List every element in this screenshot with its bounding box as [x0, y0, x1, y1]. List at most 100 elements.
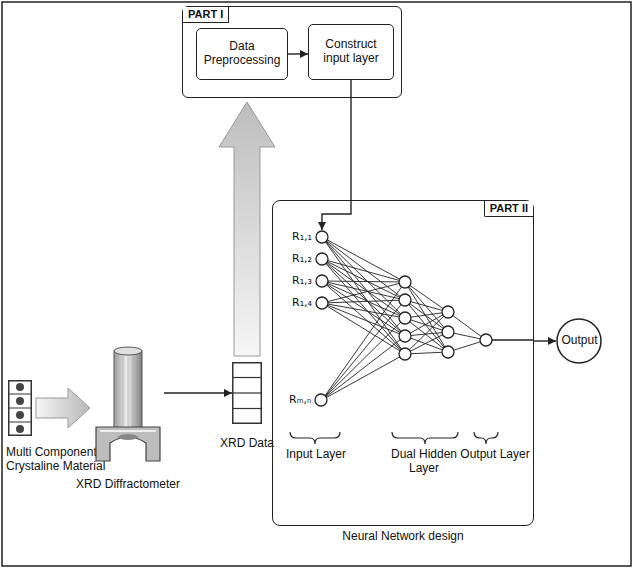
hidden-neuron	[399, 276, 411, 288]
hidden-neuron	[442, 346, 454, 358]
input-neuron: R₁,₃	[292, 274, 329, 288]
sample-column	[9, 381, 32, 436]
synapse-line	[448, 312, 486, 340]
synapse-line	[322, 281, 405, 336]
synapse-line	[405, 300, 448, 352]
diffractometer-figure: XRD Diffractometer	[92, 345, 164, 465]
neuron-circle	[314, 393, 328, 407]
tube-stripe	[128, 355, 129, 431]
synapse-line	[322, 237, 405, 300]
neuron-circle	[316, 253, 328, 265]
synapse-line	[322, 237, 405, 354]
layer-brace	[474, 432, 498, 444]
arrow-head	[300, 50, 308, 58]
synapse-line	[322, 303, 405, 336]
input-neuron: R₁,₄	[292, 296, 329, 310]
cell-divider	[233, 408, 261, 409]
synapse-line	[322, 281, 405, 354]
synapse-line	[322, 259, 405, 318]
tube-stripe	[138, 355, 139, 431]
part-tab: PART I	[183, 7, 229, 23]
synapse-line	[322, 303, 405, 354]
synapse-line	[405, 300, 448, 312]
sample-dot	[16, 383, 24, 391]
shaded-arrow	[219, 102, 275, 356]
shaded-arrow	[36, 388, 90, 428]
tube-top	[114, 347, 142, 355]
neuron-circle	[315, 394, 327, 406]
neuron-circle	[315, 274, 329, 288]
synapse-line	[405, 318, 448, 332]
cell-divider	[233, 392, 261, 393]
hidden-neuron	[399, 312, 411, 324]
arrow-head	[548, 337, 556, 345]
layer-label: Output Layer	[457, 448, 533, 462]
cell-divider	[233, 377, 261, 378]
synapse-line	[322, 281, 405, 282]
synapse-line	[322, 318, 405, 400]
neuron-circle	[316, 297, 328, 309]
data-block: XRD Data	[232, 362, 262, 424]
input-neuron: R₁,₂	[292, 252, 329, 266]
hidden-neuron	[399, 330, 411, 342]
synapse-line	[322, 259, 405, 354]
input-neuron: Rₘ,ₙ	[289, 393, 328, 407]
synapse-line	[322, 354, 405, 400]
tube-stripe	[133, 355, 134, 431]
connector-line	[322, 80, 351, 230]
circle-label: Output	[561, 334, 597, 348]
box-label: Construct input layer	[312, 38, 390, 66]
base-highlight	[100, 430, 156, 432]
part-tab: PART II	[484, 201, 533, 217]
shaded-arrow	[36, 388, 90, 428]
neuron-circle	[316, 231, 328, 243]
connector	[534, 337, 556, 345]
hidden-neuron	[399, 294, 411, 306]
layer-label: Input Layer	[276, 448, 356, 462]
connector	[318, 80, 351, 230]
data-cells	[233, 363, 262, 424]
hidden-neuron	[399, 348, 411, 360]
panel-caption: Neural Network design	[273, 530, 533, 544]
hidden-neuron	[442, 306, 454, 318]
synapse-line	[322, 259, 405, 300]
layer-brace	[392, 432, 458, 444]
sample-holder: Multi Component Crystaline Material	[8, 380, 32, 436]
shaded-arrow	[219, 102, 275, 356]
synapse-line	[322, 282, 405, 400]
tube-stripe	[118, 355, 119, 431]
synapse-line	[322, 237, 405, 282]
neuron-circle	[315, 296, 329, 310]
neuron-circle	[315, 230, 329, 244]
process-box: Construct input layer	[308, 24, 394, 80]
box-label: Data Preprocessing	[200, 40, 284, 68]
neuron-label: R₁,₁	[292, 231, 312, 244]
connector	[288, 50, 308, 58]
output-neuron	[480, 334, 492, 346]
synapse-line	[405, 336, 448, 352]
synapse-line	[322, 336, 405, 400]
synapse-line	[322, 259, 405, 336]
sample-dot	[16, 425, 24, 433]
arrow-head	[318, 222, 326, 230]
hidden-neuron	[442, 326, 454, 338]
sample-holder-art	[8, 380, 32, 436]
data-block-art	[232, 362, 262, 424]
base-holder	[96, 427, 160, 461]
output-circle: Output	[556, 318, 603, 364]
connector	[164, 389, 232, 397]
sample-divider	[9, 408, 31, 409]
output-line	[486, 339, 534, 340]
layer-label: Dual Hidden Layer	[389, 448, 459, 476]
neuron-label: Rₘ,ₙ	[289, 394, 311, 407]
process-box: Data Preprocessing	[196, 28, 288, 80]
synapse-line	[322, 300, 405, 400]
neuron-label: R₁,₃	[292, 275, 312, 288]
sample-divider	[9, 422, 31, 423]
neuron-label: R₁,₄	[292, 297, 312, 310]
arrow-head	[224, 389, 232, 397]
sample-divider	[9, 394, 31, 395]
tube-stripe	[123, 355, 124, 431]
tube-foot	[118, 434, 138, 440]
